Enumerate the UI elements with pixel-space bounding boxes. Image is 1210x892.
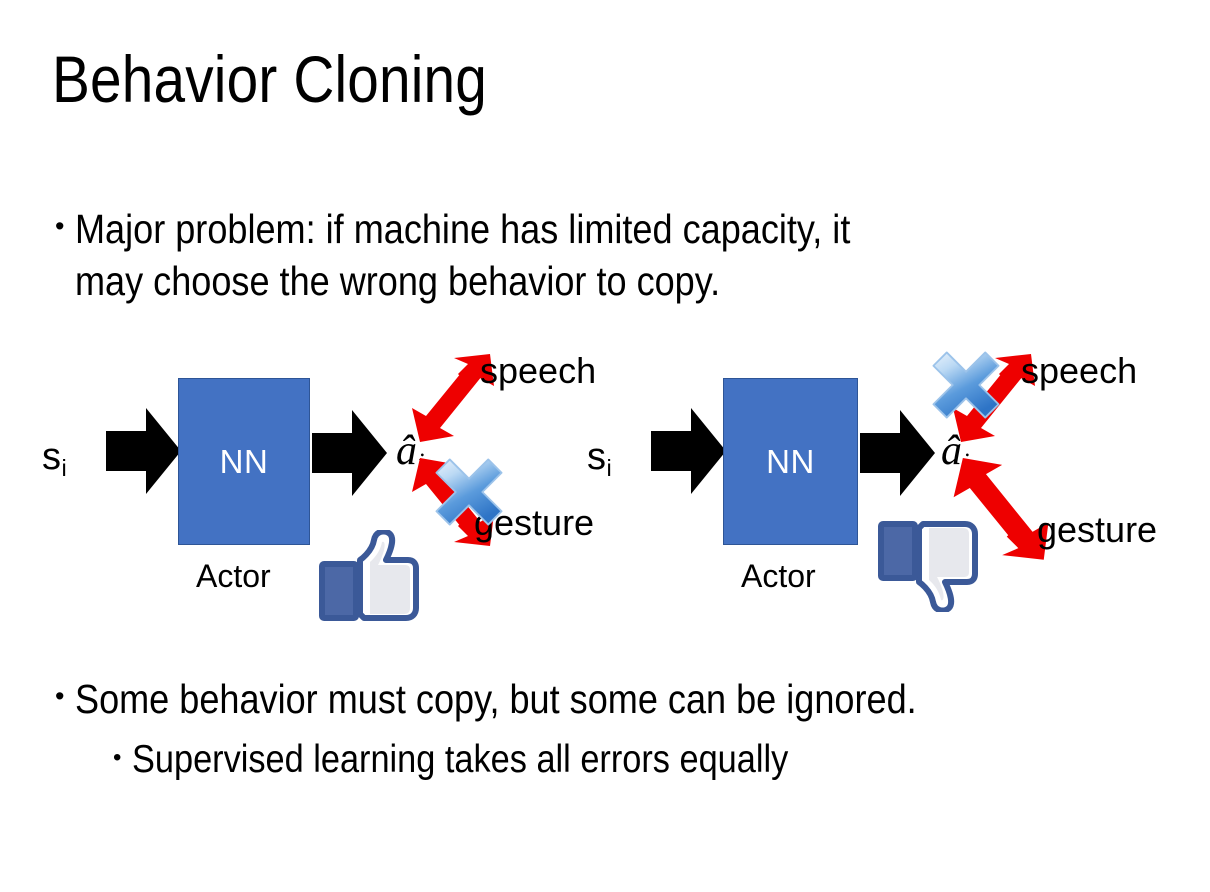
bullet-bottom-level1-text: Some behavior must copy, but some can be…: [75, 676, 918, 722]
diagram-right-behavior-cloning: si NN Actor âi speech: [545, 330, 1157, 640]
input-block-arrow-left: [106, 408, 181, 494]
bullet-top-line2: may choose the wrong behavior to copy.: [75, 258, 721, 305]
neural-network-box-left: NN: [178, 378, 310, 545]
neural-network-label-left: NN: [219, 442, 269, 480]
bullet-top-line1: Major problem: if machine has limited ca…: [75, 206, 851, 252]
output-block-arrow-right: [860, 410, 935, 496]
input-block-arrow-right: [651, 408, 726, 494]
neural-network-box-right: NN: [723, 378, 858, 545]
page-title: Behavior Cloning: [52, 42, 488, 116]
bullet-dot-icon: •: [55, 211, 65, 241]
cross-mark-icon-right: [932, 351, 1000, 419]
input-state-label-right: si: [587, 436, 612, 481]
bullet-bottom-level2-text: Supervised learning takes all errors equ…: [132, 738, 789, 781]
input-state-label-left: si: [42, 436, 67, 481]
branch-label-speech-left: speech: [480, 350, 597, 391]
branch-arrow-gesture-right: [953, 458, 1049, 560]
cross-mark-icon-left: [435, 458, 503, 526]
bullet-bottom-level1: • Some behavior must copy, but some can …: [55, 673, 1032, 725]
branch-label-speech-right: speech: [1021, 350, 1138, 391]
thumbs-up-icon: [319, 530, 419, 621]
neural-network-label-right: NN: [766, 442, 815, 480]
output-block-arrow-left: [312, 410, 387, 496]
bullet-bottom-level2: • Supervised learning takes all errors e…: [113, 735, 878, 785]
branch-arrow-speech-left: [412, 354, 494, 442]
actor-caption-right: Actor: [741, 558, 816, 594]
bullet-top: • Major problem: if machine has limited …: [55, 203, 957, 307]
branch-label-gesture-right: gesture: [1037, 509, 1158, 550]
bullet-dot-icon: •: [113, 744, 122, 771]
thumbs-down-icon: [878, 521, 978, 612]
actor-caption-left: Actor: [196, 558, 271, 594]
diagram-left-behavior-cloning: si NN Actor âi speech: [0, 330, 600, 640]
bullet-dot-icon: •: [55, 681, 65, 711]
